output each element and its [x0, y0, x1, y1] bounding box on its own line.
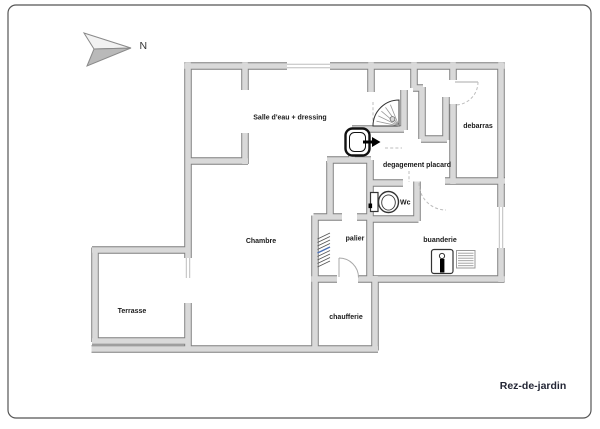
door-swing-arc [338, 257, 359, 278]
walls-outline [91, 62, 505, 353]
north-arrow-bottom [86, 47, 132, 67]
north-arrow-icon: N [82, 32, 148, 67]
radiator-icon [456, 250, 476, 269]
window-line [185, 258, 191, 278]
room-label-wc: Wc [400, 200, 411, 207]
room-label-salle-deau-dressing: Salle d'eau + dressing [253, 115, 326, 122]
doors [338, 81, 479, 278]
windows [185, 63, 504, 278]
room-label-terrasse: Terrasse [118, 308, 147, 315]
shower-icon [372, 99, 400, 127]
walls [91, 62, 505, 353]
room-label-degagement-placard: degagement placard [383, 162, 451, 169]
room-labels: Salle d'eau + dressing debarras degageme… [118, 115, 493, 322]
door-swing-arc [454, 81, 479, 106]
toilet-icon [368, 190, 400, 214]
page-border [7, 4, 592, 419]
arrow-icon [372, 137, 381, 147]
room-label-chaufferie: chaufferie [329, 314, 363, 321]
north-label: N [140, 40, 148, 52]
window-line [287, 63, 330, 69]
washbasin-icon [344, 127, 381, 157]
window-line [498, 207, 504, 248]
washing-machine-icon [430, 248, 454, 275]
door-swing-arc [418, 182, 447, 211]
plan-title: Rez-de-jardin [500, 380, 567, 392]
walls-fill [91, 62, 505, 352]
opening-dashes [372, 102, 410, 182]
room-label-chambre: Chambre [246, 238, 276, 245]
stairs-icon [317, 232, 331, 268]
north-arrow-top [82, 32, 132, 50]
room-label-buanderie: buanderie [423, 237, 457, 244]
room-label-debarras: debarras [463, 123, 493, 130]
room-label-palier: palier [346, 236, 365, 243]
